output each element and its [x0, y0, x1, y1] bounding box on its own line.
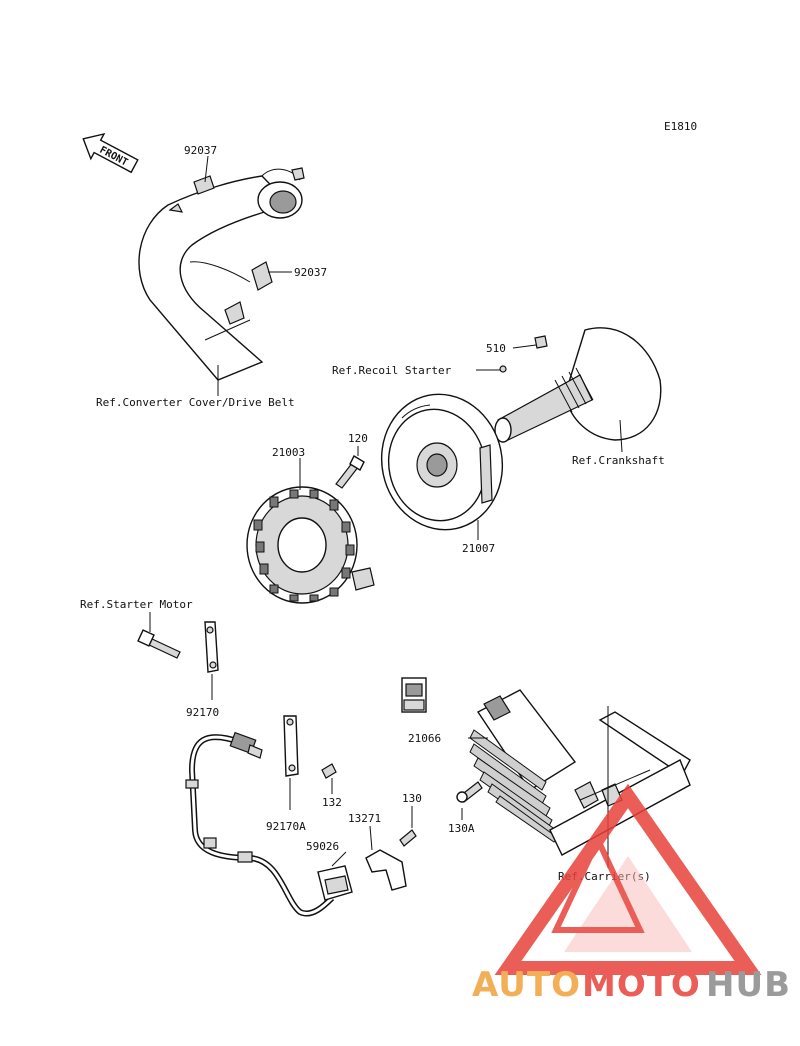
diagram-code: E1810 — [664, 120, 697, 133]
label-ref-starter-motor: Ref.Starter Motor — [80, 598, 193, 611]
label-ref-crankshaft: Ref.Crankshaft — [572, 454, 665, 467]
lead-92170A — [283, 715, 299, 777]
label-ref-converter: Ref.Converter Cover/Drive Belt — [96, 396, 295, 409]
screw-132 — [321, 763, 337, 779]
bracket-13271 — [365, 849, 407, 891]
label-21007: 21007 — [462, 542, 495, 555]
wire-harness — [185, 731, 353, 917]
bolt-130A — [456, 781, 483, 803]
label-92037-top: 92037 — [184, 144, 217, 157]
bolt-120 — [335, 455, 365, 489]
label-59026: 59026 — [306, 840, 339, 853]
watermark-hub: HUB — [706, 965, 791, 1005]
label-92170: 92170 — [186, 706, 219, 719]
label-92037-mid: 92037 — [294, 266, 327, 279]
label-21066: 21066 — [408, 732, 441, 745]
leader-lines — [149, 155, 623, 868]
lead-92170 — [204, 621, 219, 673]
label-ref-recoil: Ref.Recoil Starter — [332, 364, 452, 377]
bolt-130 — [399, 829, 417, 847]
label-92170A: 92170A — [266, 820, 306, 833]
watermark-auto: AUTO — [472, 965, 581, 1005]
stator — [246, 486, 427, 713]
label-510: 510 — [486, 342, 506, 355]
label-132: 132 — [322, 796, 342, 809]
watermark-moto: MOTO — [582, 965, 701, 1005]
carrier-frame — [549, 711, 691, 856]
label-130A: 130A — [448, 822, 475, 835]
crankshaft — [494, 327, 662, 443]
regulator-rectifier — [469, 689, 577, 843]
label-13271: 13271 — [348, 812, 381, 825]
converter-duct — [138, 167, 305, 381]
starter-bolt — [137, 629, 181, 659]
front-arrow-icon: FRONT — [82, 132, 139, 174]
flywheel-rotor — [380, 393, 504, 531]
watermark-logo: AUTO MOTO HUB — [472, 783, 791, 1005]
label-120: 120 — [348, 432, 368, 445]
label-21003: 21003 — [272, 446, 305, 459]
label-130: 130 — [402, 792, 422, 805]
